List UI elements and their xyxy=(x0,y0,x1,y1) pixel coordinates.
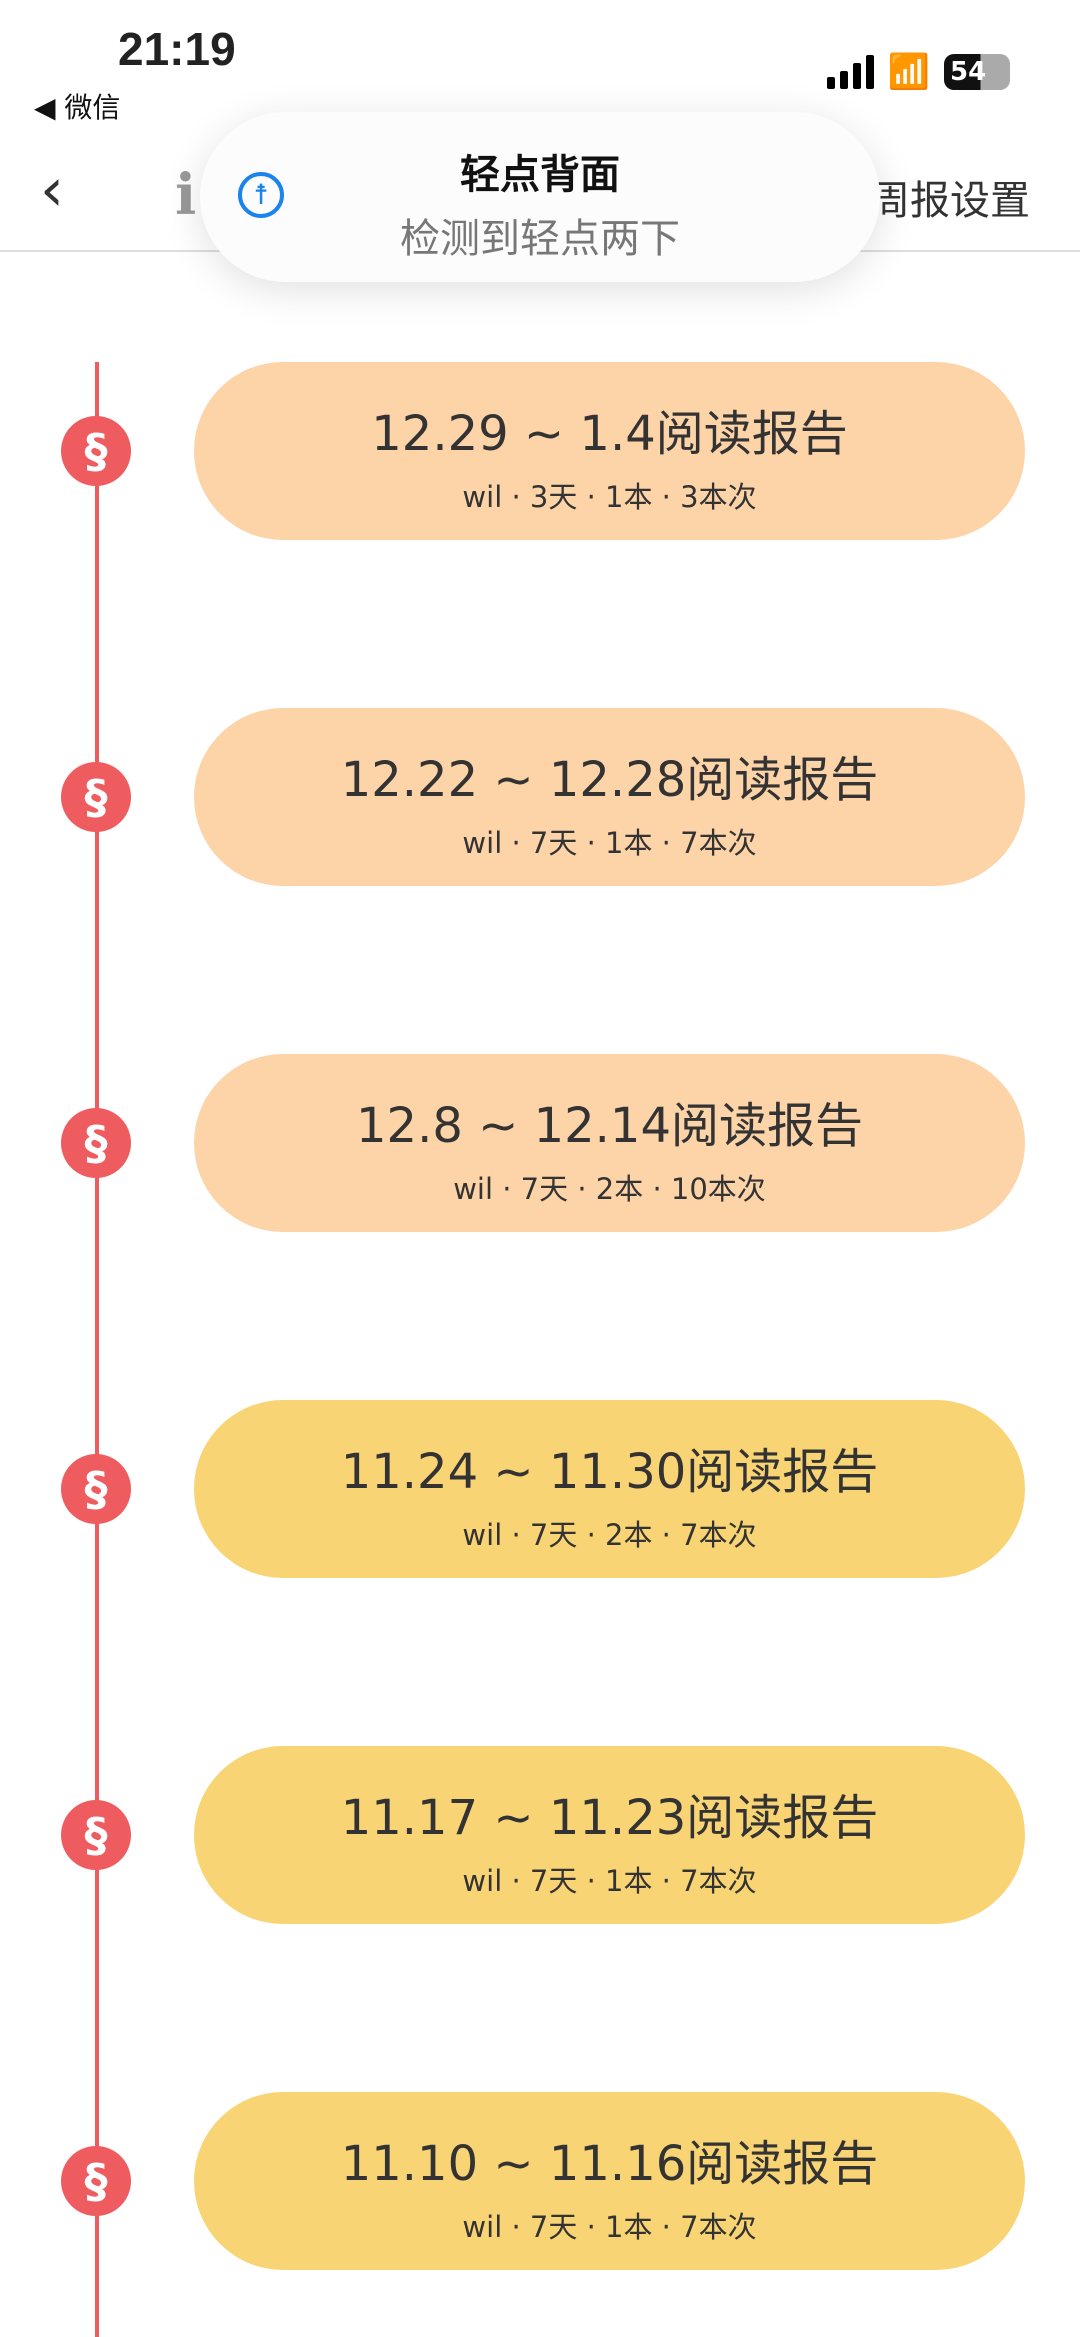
weekly-report-settings-button[interactable]: 周报设置 xyxy=(870,178,1030,224)
report-item: § 12.29 ~ 1.4阅读报告 wil · 3天 · 1本 · 3本次 xyxy=(0,362,1080,540)
report-title: 12.22 ~ 12.28阅读报告 xyxy=(340,752,879,808)
report-summary: wil · 7天 · 2本 · 10本次 xyxy=(453,1172,766,1206)
report-card[interactable]: 11.24 ~ 11.30阅读报告 wil · 7天 · 2本 · 7本次 xyxy=(194,1400,1025,1578)
timeline-line xyxy=(95,362,99,2337)
toast-title: 轻点背面 xyxy=(460,152,620,198)
report-card[interactable]: 11.17 ~ 11.23阅读报告 wil · 7天 · 1本 · 7本次 xyxy=(194,1746,1025,1924)
reading-logo-icon: § xyxy=(61,2146,131,2216)
status-icons: 📶 54 xyxy=(826,52,1010,92)
toast-subtitle: 检测到轻点两下 xyxy=(400,216,680,262)
report-title: 11.17 ~ 11.23阅读报告 xyxy=(340,1790,879,1846)
report-title: 12.8 ~ 12.14阅读报告 xyxy=(355,1098,864,1154)
reading-logo-icon: § xyxy=(61,416,131,486)
back-to-app-link[interactable]: ◀ 微信 xyxy=(34,91,121,124)
report-item: § 12.8 ~ 12.14阅读报告 wil · 7天 · 2本 · 10本次 xyxy=(0,1054,1080,1232)
back-button[interactable]: ‹ xyxy=(40,155,64,225)
status-time: 21:19 xyxy=(118,23,236,75)
report-item: § 12.22 ~ 12.28阅读报告 wil · 7天 · 1本 · 7本次 xyxy=(0,708,1080,886)
report-summary: wil · 7天 · 1本 · 7本次 xyxy=(462,1864,757,1898)
signal-icon xyxy=(826,55,874,89)
report-item: § 11.17 ~ 11.23阅读报告 wil · 7天 · 1本 · 7本次 xyxy=(0,1746,1080,1924)
report-summary: wil · 7天 · 1本 · 7本次 xyxy=(462,826,757,860)
report-item: § 11.10 ~ 11.16阅读报告 wil · 7天 · 1本 · 7本次 xyxy=(0,2092,1080,2270)
report-title: 11.24 ~ 11.30阅读报告 xyxy=(340,1444,879,1500)
report-summary: wil · 3天 · 1本 · 3本次 xyxy=(462,480,757,514)
battery-icon: 54 xyxy=(944,54,1010,90)
report-card[interactable]: 12.29 ~ 1.4阅读报告 wil · 3天 · 1本 · 3本次 xyxy=(194,362,1025,540)
report-card[interactable]: 12.22 ~ 12.28阅读报告 wil · 7天 · 1本 · 7本次 xyxy=(194,708,1025,886)
report-summary: wil · 7天 · 1本 · 7本次 xyxy=(462,2210,757,2244)
info-icon[interactable]: i xyxy=(175,162,197,228)
accessibility-toast: ☨ 轻点背面 检测到轻点两下 xyxy=(200,112,880,282)
reading-logo-icon: § xyxy=(61,762,131,832)
report-item: § 11.24 ~ 11.30阅读报告 wil · 7天 · 2本 · 7本次 xyxy=(0,1400,1080,1578)
reading-logo-icon: § xyxy=(61,1800,131,1870)
report-summary: wil · 7天 · 2本 · 7本次 xyxy=(462,1518,757,1552)
reading-logo-icon: § xyxy=(61,1454,131,1524)
report-title: 12.29 ~ 1.4阅读报告 xyxy=(371,406,848,462)
accessibility-icon: ☨ xyxy=(238,172,284,218)
reading-logo-icon: § xyxy=(61,1108,131,1178)
report-card[interactable]: 12.8 ~ 12.14阅读报告 wil · 7天 · 2本 · 10本次 xyxy=(194,1054,1025,1232)
wifi-icon: 📶 xyxy=(887,52,930,92)
report-card[interactable]: 11.10 ~ 11.16阅读报告 wil · 7天 · 1本 · 7本次 xyxy=(194,2092,1025,2270)
report-title: 11.10 ~ 11.16阅读报告 xyxy=(340,2136,879,2192)
